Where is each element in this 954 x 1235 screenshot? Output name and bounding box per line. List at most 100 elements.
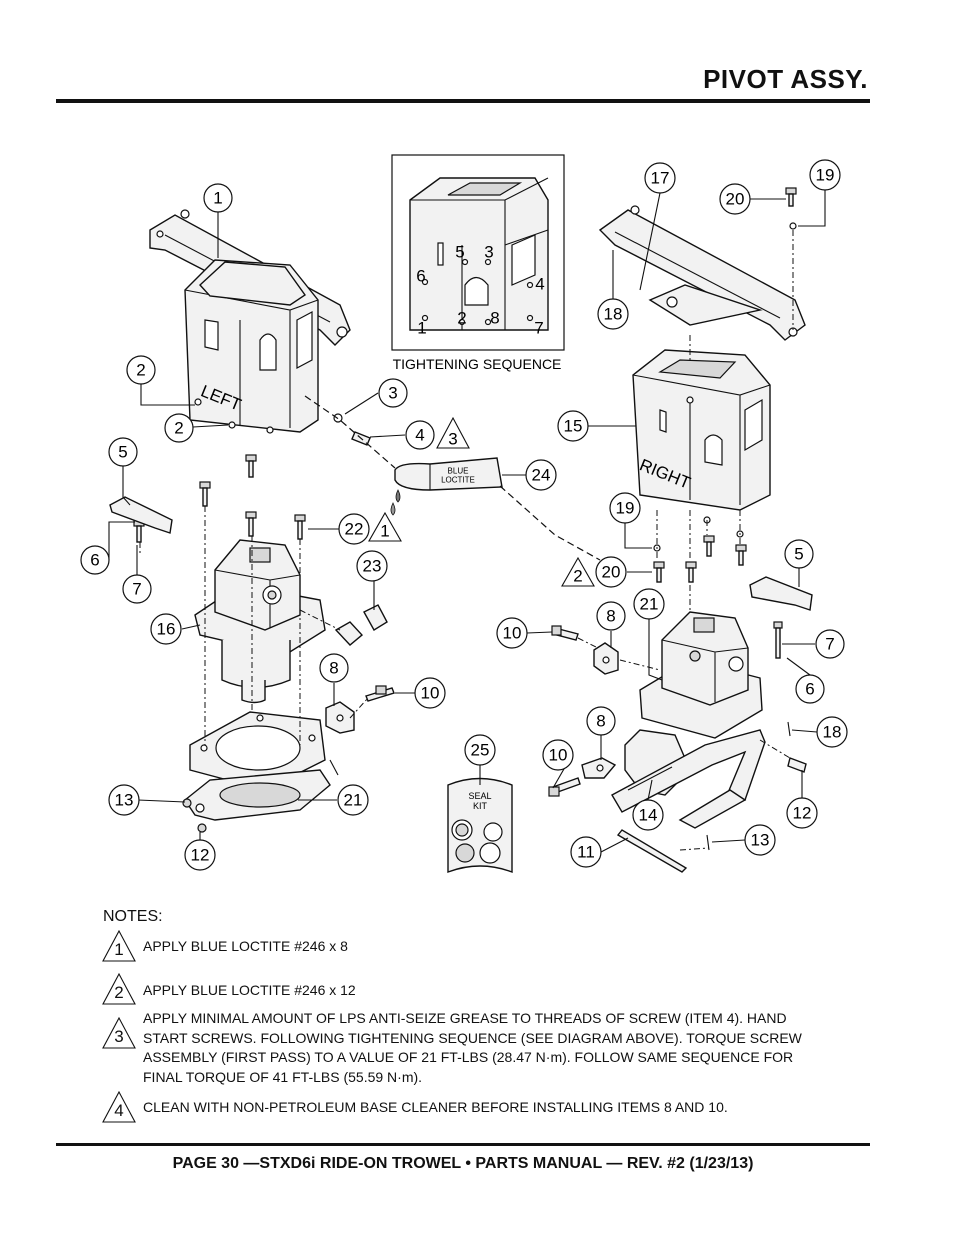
- svg-text:19: 19: [816, 166, 835, 185]
- callouts: 1 2 2 3 4 5 6 7 22 23 24 16 8 10 25 13 2…: [80, 159, 848, 871]
- svg-text:18: 18: [823, 723, 842, 742]
- left-screw-10: [365, 685, 395, 702]
- footer-rule: [56, 1143, 870, 1146]
- callout-10: 10: [542, 739, 574, 771]
- svg-text:4: 4: [415, 426, 424, 445]
- callout-7: 7: [122, 574, 152, 604]
- page-footer: PAGE 30 —STXD6i RIDE-ON TROWEL • PARTS M…: [172, 1155, 754, 1172]
- seq-number: 2: [457, 309, 466, 328]
- loctite-label: BLUE: [448, 467, 469, 476]
- callout-7: 7: [815, 629, 845, 659]
- seq-number: 4: [535, 275, 544, 294]
- svg-text:10: 10: [503, 624, 522, 643]
- svg-text:8: 8: [596, 712, 605, 731]
- seal-kit-label: KIT: [473, 801, 488, 811]
- svg-text:24: 24: [532, 466, 551, 485]
- svg-text:12: 12: [191, 846, 210, 865]
- right-bracket-8b: [581, 757, 617, 779]
- callout-10: 10: [414, 677, 446, 709]
- svg-text:10: 10: [549, 746, 568, 765]
- callout-19: 19: [609, 492, 641, 524]
- left-pin-12-13: [182, 759, 339, 833]
- seq-number: 3: [484, 243, 493, 262]
- note-4-text: CLEAN WITH NON-PETROLEUM BASE CLEANER BE…: [143, 1099, 728, 1115]
- svg-text:2: 2: [573, 567, 582, 586]
- callout-3: 3: [378, 378, 408, 408]
- page-title: PIVOT ASSY.: [703, 64, 868, 94]
- notes-heading: NOTES:: [103, 908, 163, 925]
- callout-4: 4: [405, 420, 435, 450]
- note-number: 2: [114, 983, 124, 1002]
- callout-5: 5: [108, 437, 138, 467]
- callout-2: 2: [164, 413, 194, 443]
- svg-text:7: 7: [825, 635, 834, 654]
- note-number: 1: [114, 940, 124, 959]
- note-flags: 3 1 2: [368, 416, 595, 587]
- callout-13: 13: [108, 784, 140, 816]
- callout-18: 18: [816, 716, 848, 748]
- svg-text:22: 22: [345, 520, 364, 539]
- svg-text:18: 18: [604, 305, 623, 324]
- note-2-text: APPLY BLUE LOCTITE #246 x 12: [143, 982, 356, 998]
- left-screw-4: [333, 413, 371, 446]
- callout-23: 23: [356, 550, 388, 582]
- svg-text:21: 21: [640, 595, 659, 614]
- svg-text:15: 15: [564, 417, 583, 436]
- seq-number: 6: [416, 267, 425, 286]
- note-1-triangle: 1: [101, 930, 137, 962]
- svg-text:6: 6: [90, 551, 99, 570]
- seal-kit-label: SEAL: [468, 791, 491, 801]
- note-number: 3: [114, 1027, 124, 1046]
- callout-2: 2: [126, 355, 156, 385]
- right-bolt-7: [773, 621, 783, 659]
- svg-text:3: 3: [388, 384, 397, 403]
- seal-kit: SEAL KIT: [447, 777, 513, 874]
- right-pivot-box: RIGHT: [632, 349, 771, 511]
- left-bolts: [133, 454, 306, 543]
- note-3-text: APPLY MINIMAL AMOUNT OF LPS ANTI-SEIZE G…: [143, 1010, 802, 1085]
- svg-text:19: 19: [616, 499, 635, 518]
- left-bracket-8: [325, 701, 355, 734]
- svg-text:2: 2: [174, 419, 183, 438]
- callout-8: 8: [319, 653, 349, 683]
- callout-13: 13: [744, 824, 776, 856]
- left-fittings-23: [334, 604, 388, 646]
- seq-number: 5: [455, 243, 464, 262]
- svg-text:7: 7: [132, 580, 141, 599]
- svg-text:5: 5: [794, 545, 803, 564]
- tightening-sequence-inset: 5 3 6 4 1 2 8 7 TIGHTENING SEQUENCE: [391, 154, 565, 372]
- left-hydraulic-motor: [194, 539, 326, 704]
- inset-caption: TIGHTENING SEQUENCE: [393, 356, 562, 372]
- callout-18: 18: [597, 298, 629, 330]
- left-mount-plate: [189, 711, 326, 791]
- flag-3: 3: [436, 416, 470, 449]
- svg-text:14: 14: [639, 806, 658, 825]
- right-pin-11: [616, 829, 688, 873]
- svg-text:20: 20: [726, 190, 745, 209]
- svg-text:1: 1: [213, 189, 222, 208]
- seq-number: 7: [534, 319, 543, 338]
- callout-21: 21: [633, 588, 665, 620]
- svg-text:3: 3: [448, 430, 457, 449]
- seq-number: 1: [417, 319, 426, 338]
- right-pin-12: [787, 757, 807, 773]
- svg-text:1: 1: [380, 522, 389, 541]
- callout-10: 10: [496, 617, 528, 649]
- right-clips: [706, 721, 791, 851]
- callout-14: 14: [632, 799, 664, 831]
- svg-text:21: 21: [344, 791, 363, 810]
- seq-number: 8: [490, 309, 499, 328]
- leader-lines: [108, 190, 826, 853]
- svg-text:17: 17: [651, 169, 670, 188]
- svg-text:12: 12: [793, 804, 812, 823]
- svg-text:25: 25: [471, 741, 490, 760]
- note-2-triangle: 2: [101, 973, 137, 1005]
- callout-12: 12: [184, 839, 216, 871]
- svg-text:5: 5: [118, 443, 127, 462]
- callout-17: 17: [644, 162, 676, 194]
- alignment-lines: [139, 230, 794, 851]
- left-bracket-5: [109, 496, 173, 534]
- note-number: 4: [114, 1101, 124, 1120]
- callout-20: 20: [719, 183, 751, 215]
